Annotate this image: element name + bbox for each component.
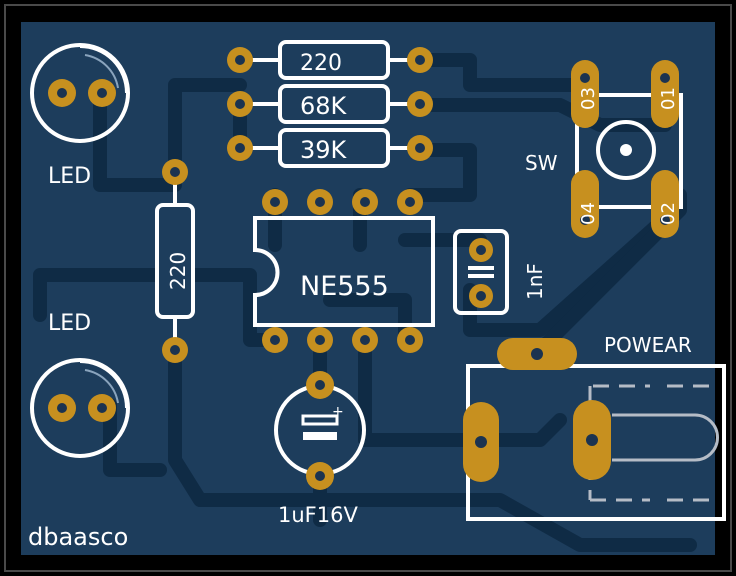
sw-pin-02: 02: [658, 202, 679, 225]
r3-label: 39K: [300, 136, 348, 164]
led2-label: LED: [48, 311, 91, 336]
resistor-r4: [155, 159, 195, 363]
capacitor-electrolytic: +: [274, 371, 366, 490]
ic-label: NE555: [300, 271, 389, 302]
power-label: POWEAR: [604, 333, 692, 357]
led2-footprint: [30, 358, 130, 458]
capacitor-1nf: [453, 229, 509, 315]
led1-footprint: [30, 43, 130, 143]
r1-label: 220: [300, 51, 342, 76]
sw-pin-01: 01: [658, 87, 679, 110]
cap-label: 1nF: [523, 263, 547, 300]
power-connector: [463, 338, 726, 521]
svg-text:+: +: [332, 404, 344, 420]
led1-label: LED: [48, 164, 91, 189]
sw-pin-03: 03: [578, 87, 599, 110]
switch-footprint: [571, 60, 683, 238]
resistor-r1: [227, 40, 433, 80]
r2-label: 68K: [300, 92, 348, 120]
sw-pin-04: 04: [578, 202, 599, 225]
resistor-r2: [227, 84, 433, 124]
resistor-r3: [227, 128, 433, 168]
board-outline: [4, 4, 732, 572]
switch-label: SW: [525, 151, 558, 175]
ic-ne555-footprint: [253, 189, 435, 353]
r4-label: 220: [166, 252, 190, 290]
electrolytic-label: 1uF16V: [278, 503, 358, 527]
credit-label: dbaasco: [28, 523, 128, 551]
